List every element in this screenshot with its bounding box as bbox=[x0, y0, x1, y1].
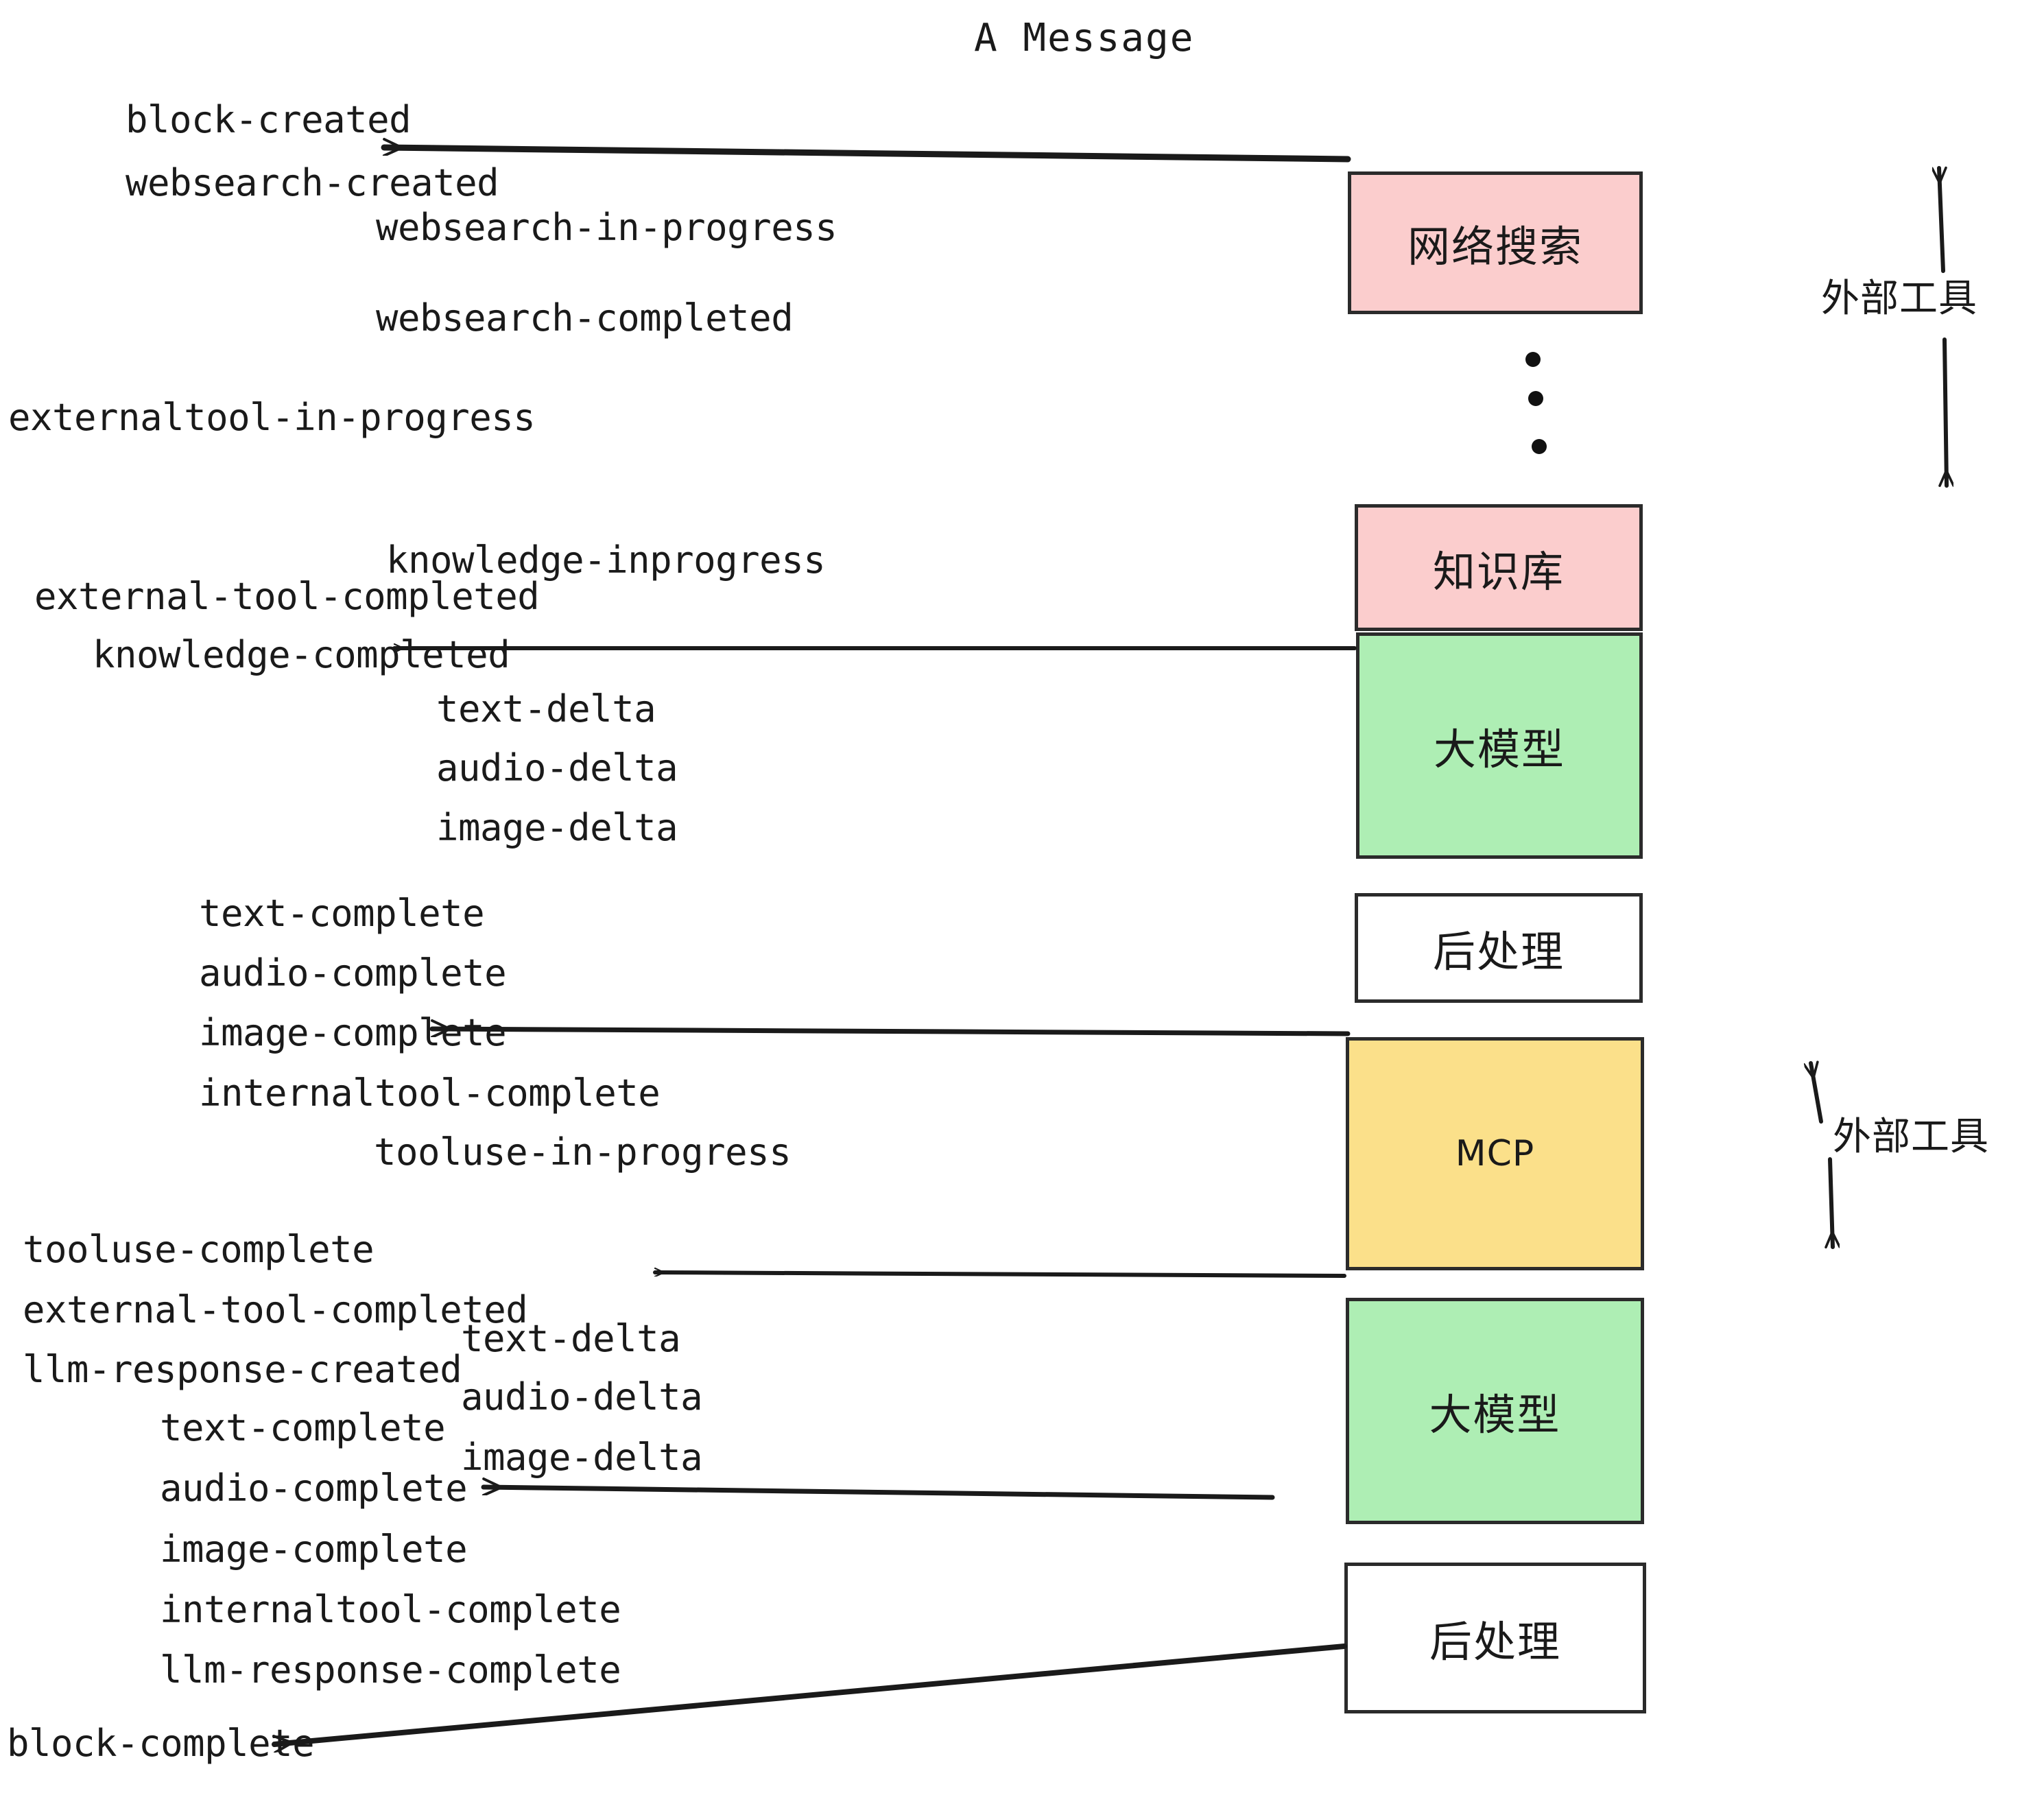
event-image-delta-1: image-delta bbox=[436, 806, 678, 849]
event-websearch-completed: websearch-completed bbox=[376, 296, 794, 340]
box-postprocess-1[interactable]: 后处理 bbox=[1355, 893, 1643, 1003]
box-postprocess-2[interactable]: 后处理 bbox=[1344, 1563, 1646, 1713]
event-tooluse-in-progress: tooluse-in-progress bbox=[374, 1130, 792, 1174]
box-websearch-label: 网络搜索 bbox=[1407, 222, 1583, 272]
box-llm-2-label: 大模型 bbox=[1429, 1390, 1561, 1440]
event-audio-delta-2: audio-delta bbox=[461, 1375, 703, 1419]
arrow-websearch-to-block-created bbox=[381, 147, 1351, 163]
arrow-external-tools-down-1 bbox=[1945, 337, 1947, 488]
event-llm-response-complete: llm-response-complete bbox=[160, 1648, 621, 1692]
box-postprocess-2-label: 后处理 bbox=[1429, 1617, 1561, 1667]
event-image-complete-1: image-complete bbox=[199, 1011, 507, 1054]
event-llm-response-created: llm-response-created bbox=[23, 1348, 462, 1391]
box-mcp[interactable]: MCP bbox=[1346, 1037, 1644, 1270]
box-mcp-label: MCP bbox=[1455, 1133, 1535, 1174]
event-internaltool-complete-1: internaltool-complete bbox=[199, 1071, 661, 1115]
arrow-external-tools-up-1 bbox=[1939, 166, 1943, 273]
event-external-tool-completed-2: external-tool-completed bbox=[23, 1288, 528, 1331]
arrow-mcp-to-tooluse-complete bbox=[653, 1272, 1346, 1278]
external-tools-label-1: 外部工具 bbox=[1821, 276, 1977, 321]
event-knowledge-inprogress: knowledge-inprogress bbox=[386, 538, 826, 582]
event-text-delta-1: text-delta bbox=[436, 687, 656, 731]
event-tooluse-complete: tooluse-complete bbox=[23, 1228, 375, 1271]
event-image-delta-2: image-delta bbox=[461, 1436, 703, 1479]
event-audio-complete-1: audio-complete bbox=[199, 951, 507, 995]
event-externaltool-in-progress: externaltool-in-progress bbox=[8, 396, 536, 439]
event-websearch-in-progress: websearch-in-progress bbox=[376, 206, 837, 249]
ellipsis-dot bbox=[1525, 352, 1541, 367]
event-external-tool-completed-1: external-tool-completed bbox=[34, 575, 540, 618]
box-websearch[interactable]: 网络搜索 bbox=[1348, 171, 1643, 314]
box-postprocess-1-label: 后处理 bbox=[1432, 927, 1565, 977]
arrow-external-tools-down-2 bbox=[1830, 1157, 1833, 1249]
box-llm-1-label: 大模型 bbox=[1433, 724, 1565, 774]
event-internaltool-complete-2: internaltool-complete bbox=[160, 1588, 621, 1631]
box-knowledge[interactable]: 知识库 bbox=[1355, 504, 1643, 631]
box-llm-2[interactable]: 大模型 bbox=[1346, 1298, 1644, 1524]
arrow-llm2-to-audio-complete bbox=[481, 1487, 1275, 1500]
event-text-complete-2: text-complete bbox=[160, 1406, 446, 1449]
event-knowledge-completed: knowledge-completed bbox=[93, 633, 510, 676]
event-block-complete: block-complete bbox=[7, 1722, 315, 1765]
box-knowledge-label: 知识库 bbox=[1432, 546, 1565, 597]
ellipsis-dot bbox=[1528, 391, 1543, 406]
event-audio-delta-1: audio-delta bbox=[436, 746, 678, 790]
box-llm-1[interactable]: 大模型 bbox=[1356, 632, 1643, 859]
arrow-external-tools-up-2 bbox=[1811, 1063, 1823, 1124]
event-websearch-created: websearch-created bbox=[126, 161, 499, 204]
arrow-postprocess1-to-image-complete bbox=[429, 1029, 1351, 1034]
ellipsis-dot bbox=[1532, 439, 1547, 454]
event-audio-complete-2: audio-complete bbox=[160, 1467, 468, 1510]
event-image-complete-2: image-complete bbox=[160, 1528, 468, 1571]
external-tools-label-2: 外部工具 bbox=[1833, 1115, 1989, 1159]
event-text-complete-1: text-complete bbox=[199, 892, 485, 935]
page-title: A Message bbox=[974, 16, 1195, 60]
event-text-delta-2: text-delta bbox=[461, 1317, 681, 1360]
event-block-created: block-created bbox=[126, 98, 412, 141]
